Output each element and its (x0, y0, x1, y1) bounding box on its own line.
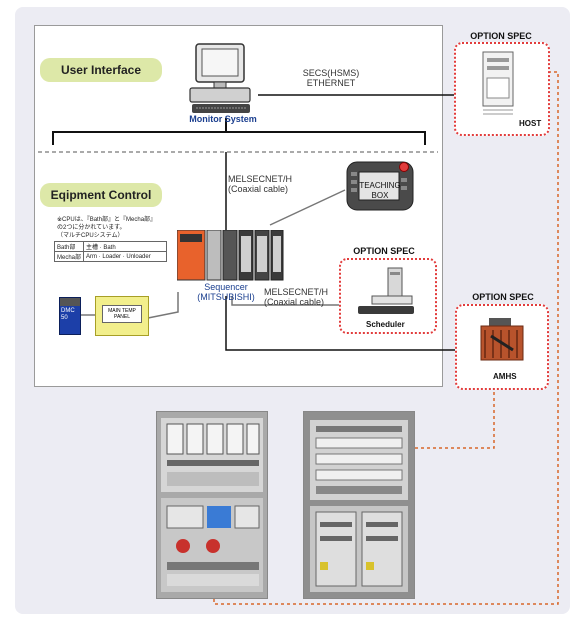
control-cabinet-photo-left (156, 411, 268, 599)
teaching-box-icon (346, 161, 414, 211)
sequencer-plc-icon (177, 230, 284, 281)
monitor-system-label: Monitor System (189, 114, 257, 124)
dmc-label: DMC 50 (61, 308, 75, 321)
amhs-photo-link (412, 386, 495, 449)
bracket-line (52, 131, 426, 145)
amhs-label: AMHS (493, 372, 517, 381)
equipment-control-label: Eqipment Control (40, 183, 162, 207)
host-server-icon (482, 51, 514, 115)
monitor-system-icon (189, 43, 251, 113)
sequencer-label: Sequencer (MITSUBISHI) (197, 282, 255, 302)
table-cell: Arm · Loader · Unloader (83, 251, 168, 262)
amhs-option-title: OPTION SPEC (472, 292, 534, 302)
scheduler-label: Scheduler (366, 320, 405, 329)
main-temp-panel-label: MAIN TEMP PANEL (102, 305, 142, 323)
scheduler-pc-icon (358, 267, 414, 314)
cpu-note: ※CPUは、『Bath部』と『Mecha部』 の2つに分かれています。 （マルチ… (57, 217, 157, 239)
panel-sequencer-line (147, 292, 179, 319)
scheduler-line (231, 296, 356, 306)
host-photo-link (213, 71, 559, 605)
cpu-table: Bath部 主槽 · Bath Mecha部 Arm · Loader · Un… (53, 241, 168, 262)
secs-label: SECS(HSMS) ETHERNET (302, 68, 360, 88)
amhs-line (225, 296, 475, 351)
melsecnet-label-upper: MELSECNET/H (Coaxial cable) (228, 174, 293, 194)
table-row: Bath部 主槽 · Bath (53, 241, 168, 252)
host-label: HOST (519, 119, 542, 128)
table-cell: 主槽 · Bath (83, 241, 168, 252)
control-cabinet-photo-right (303, 411, 415, 599)
table-cell: Mecha部 (53, 251, 85, 262)
user-interface-label: User Interface (40, 58, 162, 82)
main-temp-panel-icon: MAIN TEMP PANEL (95, 296, 149, 336)
table-cell: Bath部 (53, 241, 85, 252)
dmc-controller-icon: DMC 50 (59, 297, 81, 335)
melsecnet-label-lower: MELSECNET/H (Coaxial cable) (264, 287, 329, 307)
teaching-line (269, 189, 346, 226)
table-row: Mecha部 Arm · Loader · Unloader (53, 251, 168, 262)
scheduler-option-title: OPTION SPEC (353, 246, 415, 256)
amhs-robot-icon (480, 318, 524, 361)
teaching-box-label: TEACHING BOX (359, 181, 401, 200)
host-option-title: OPTION SPEC (470, 31, 532, 41)
